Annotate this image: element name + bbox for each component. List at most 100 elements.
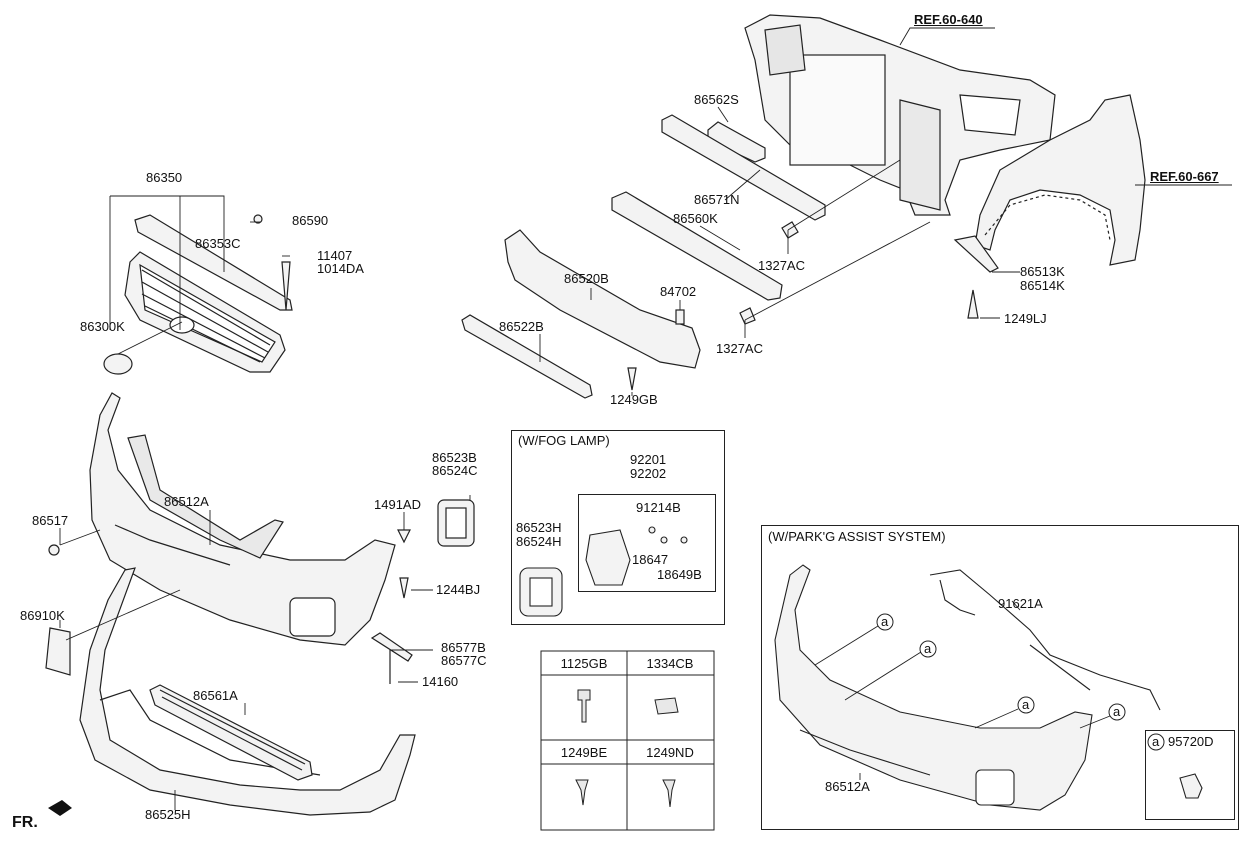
part-label-park-86512A: 86512A	[825, 779, 870, 794]
part-label-86910K: 86910K	[20, 608, 65, 623]
ref-label-60-640[interactable]: REF.60-640	[914, 12, 983, 27]
marker-a-2	[919, 640, 937, 658]
part-label-18647: 18647	[632, 552, 669, 567]
part-1249GB-bolt	[627, 367, 637, 391]
part-label-18649B: 18649B	[657, 567, 702, 582]
screw-1249ND-icon	[662, 779, 676, 808]
radiator-support-frame	[744, 14, 1056, 216]
fog-box-title: (W/FOG LAMP)	[518, 433, 610, 448]
bolt-1125GB-icon	[577, 689, 591, 723]
part-86577B-bracket	[370, 632, 413, 662]
part-label-86512A: 86512A	[164, 494, 209, 509]
marker-a-label-4: a	[1113, 704, 1121, 719]
part-label-86562S: 86562S	[694, 92, 739, 107]
part-label-92202: 92202	[630, 466, 667, 481]
part-label-86514K: 86514K	[1020, 278, 1065, 293]
part-label-86560K: 86560K	[673, 211, 718, 226]
part-label-1491AD: 1491AD	[374, 497, 421, 512]
part-label-95720D: 95720D	[1168, 734, 1214, 749]
part-84702-clip	[675, 309, 685, 325]
part-label-1244BJ: 1244BJ	[436, 582, 481, 597]
fastener-table	[540, 650, 715, 831]
part-label-86525H: 86525H	[145, 807, 191, 822]
part-label-86524H: 86524H	[516, 534, 562, 549]
wiring-harness-91621A	[929, 569, 1161, 711]
part-label-1014DA: 1014DA	[317, 261, 364, 276]
part-1327AC-nut-upper	[781, 221, 799, 239]
screw-91214B	[648, 526, 656, 534]
park-assist-box	[761, 525, 1239, 830]
part-86513K-bracket	[953, 235, 999, 273]
fog-lamp-inner-box	[578, 494, 716, 592]
park-box-title: (W/PARK'G ASSIST SYSTEM)	[768, 529, 946, 544]
part-1244BJ-screw	[399, 577, 409, 599]
front-fender	[974, 94, 1146, 266]
bulb-18647	[660, 536, 668, 544]
part-11407-screw	[281, 261, 291, 311]
part-label-1249GB: 1249GB	[610, 392, 658, 407]
marker-a-1	[876, 613, 894, 631]
part-label-86522B: 86522B	[499, 319, 544, 334]
lower-bumper-86525H	[79, 567, 416, 816]
part-label-86577C: 86577C	[441, 653, 487, 668]
part-label-91214B: 91214B	[636, 500, 681, 515]
part-86300K-emblem	[103, 353, 133, 375]
part-label-84702: 84702	[660, 284, 697, 299]
marker-a-4	[1108, 703, 1126, 721]
part-label-86561A: 86561A	[193, 688, 238, 703]
part-1249LJ-screw	[967, 289, 979, 319]
part-label-14160: 14160	[422, 674, 459, 689]
marker-a-label-3: a	[1022, 697, 1030, 712]
part-label-86571N: 86571N	[694, 192, 740, 207]
part-86517-cap	[48, 544, 60, 556]
part-label-86513K: 86513K	[1020, 264, 1065, 279]
marker-a-3	[1017, 696, 1035, 714]
part-label-86353C: 86353C	[195, 236, 241, 251]
table-cell-1249ND: 1249ND	[646, 745, 694, 760]
part-label-92201: 92201	[630, 452, 667, 467]
part-86560K	[611, 191, 783, 301]
part-label-86300K: 86300K	[80, 319, 125, 334]
screw-18649B	[680, 536, 688, 544]
fog-lamp-92201	[585, 529, 631, 586]
table-cell-1125GB: 1125GB	[560, 656, 608, 671]
part-1327AC-nut-lower	[739, 307, 756, 325]
part-label-1327AC-lower: 1327AC	[716, 341, 763, 356]
part-86910K-bracket	[45, 627, 71, 676]
part-86571N	[661, 114, 826, 221]
marker-a-label-sensor: a	[1152, 734, 1160, 749]
part-label-86590: 86590	[292, 213, 329, 228]
part-label-86523H: 86523H	[516, 520, 562, 535]
bumper-cover-86512A	[89, 392, 396, 646]
radiator-grille	[124, 214, 293, 373]
marker-a-label-1: a	[881, 614, 889, 629]
part-label-86520B: 86520B	[564, 271, 609, 286]
part-label-86350: 86350	[146, 170, 183, 185]
part-86522B	[461, 314, 593, 399]
front-direction-arrow	[48, 800, 72, 816]
screw-1249BE-icon	[575, 779, 589, 806]
part-label-86517: 86517	[32, 513, 69, 528]
sensor-95720D-icon	[1179, 773, 1203, 799]
marker-a-label-2: a	[924, 641, 932, 656]
clip-1334CB-icon	[654, 697, 679, 715]
park-bumper-86512A	[774, 564, 1093, 811]
marker-a-sensor	[1147, 733, 1165, 751]
part-86520B	[504, 229, 701, 369]
part-label-91621A: 91621A	[998, 596, 1043, 611]
part-label-11407: 11407	[317, 248, 353, 263]
park-sensor-box	[1145, 730, 1235, 820]
part-86590-clip	[253, 214, 263, 224]
part-label-1249LJ: 1249LJ	[1004, 311, 1047, 326]
fog-lamp-box	[511, 430, 725, 625]
table-cell-1334CB: 1334CB	[646, 656, 694, 671]
part-1491AD-clip	[397, 529, 411, 544]
ref-label-60-667[interactable]: REF.60-667	[1150, 169, 1219, 184]
part-label-86524C: 86524C	[432, 463, 478, 478]
table-cell-1249BE: 1249BE	[560, 745, 608, 760]
front-direction-label: FR.	[12, 814, 38, 831]
part-label-86577B: 86577B	[441, 640, 486, 655]
part-label-86523B: 86523B	[432, 450, 477, 465]
part-label-1327AC-upper: 1327AC	[758, 258, 805, 273]
